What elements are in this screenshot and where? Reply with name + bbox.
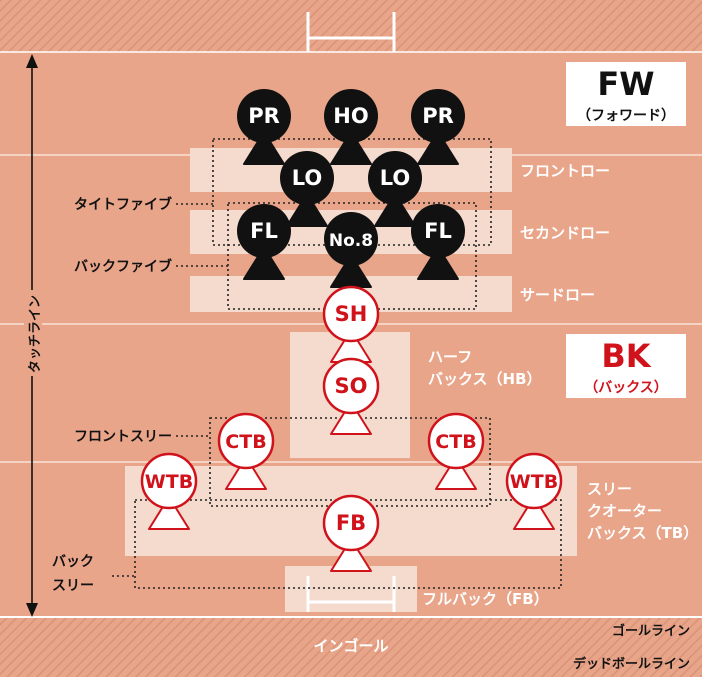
back-five-label: バックファイブ — [74, 258, 172, 275]
full-back-band — [285, 566, 417, 612]
tight-five-label: タイトファイブ — [74, 196, 172, 213]
player-piece-head — [280, 151, 334, 205]
dead-ball-line-label: デッドボールライン — [573, 656, 690, 672]
player-piece-base — [330, 262, 372, 288]
three-quarter-label-1: スリー — [587, 480, 632, 498]
player-piece-head — [322, 494, 380, 552]
goal-line-label: ゴールライン — [612, 623, 690, 639]
three-quarter-label-3: バックス（TB） — [587, 524, 698, 542]
half-backs-label-2: バックス（HB） — [428, 370, 542, 388]
bottom-in-goal-area — [0, 617, 702, 677]
player-piece-base — [243, 254, 285, 280]
player-label: FL — [424, 219, 452, 243]
player-fl-right: FL — [411, 204, 465, 280]
player-piece-head — [411, 204, 465, 258]
player-fl-left: FL — [237, 204, 291, 280]
bk-title: BK — [601, 337, 651, 375]
player-wtb-left: WTB — [140, 452, 198, 530]
bottom-goal-posts — [306, 576, 396, 612]
touch-line-label: タッチライン — [28, 295, 43, 373]
back-three-label-2: スリー — [52, 578, 94, 594]
player-label: WTB — [145, 471, 193, 493]
full-back-label: フルバック（FB） — [422, 590, 549, 608]
player-label: FB — [336, 511, 366, 535]
player-piece-head — [237, 204, 291, 258]
half-backs-label-1: ハーフ — [428, 348, 472, 366]
player-label: CTB — [225, 431, 266, 453]
top-goal-posts — [306, 12, 396, 52]
back-five-outline — [227, 202, 477, 310]
player-piece-head — [322, 357, 380, 415]
player-label: PR — [248, 104, 280, 128]
back-three-label-1: バック — [52, 554, 94, 570]
player-lo-left: LO — [280, 151, 334, 227]
bk-subtitle: （バックス） — [584, 380, 668, 396]
player-piece-head — [505, 452, 563, 510]
player-piece-head — [217, 412, 275, 470]
player-piece-head — [368, 151, 422, 205]
player-label: No.8 — [329, 231, 373, 251]
player-label: SO — [335, 374, 368, 398]
back-three-outline — [134, 499, 562, 589]
player-label: FL — [250, 219, 278, 243]
front-three-label: フロントスリー — [74, 429, 172, 445]
player-piece-head — [140, 452, 198, 510]
player-no8: No.8 — [324, 212, 378, 288]
player-label: CTB — [435, 431, 476, 453]
player-pr-left: PR — [237, 89, 291, 165]
fw-subtitle: （フォワード） — [577, 108, 675, 124]
second-row-label: セカンドロー — [520, 224, 610, 242]
fw-title: FW — [597, 65, 654, 103]
player-ho: HO — [324, 89, 378, 165]
third-row-label: サードロー — [520, 286, 595, 304]
player-piece-base — [417, 254, 459, 280]
three-quarter-label-2: クオーター — [587, 502, 662, 520]
player-piece-head — [427, 412, 485, 470]
player-so: SO — [322, 357, 380, 435]
player-piece-head — [237, 89, 291, 143]
top-in-goal-area — [0, 0, 702, 52]
player-label: SH — [335, 302, 368, 326]
player-label: LO — [380, 166, 411, 190]
player-piece-head — [324, 89, 378, 143]
player-label: WTB — [510, 471, 558, 493]
player-wtb-right: WTB — [505, 452, 563, 530]
bk-label-box — [566, 334, 686, 398]
player-piece-head — [322, 285, 380, 343]
player-ctb-left: CTB — [217, 412, 275, 490]
player-piece-head — [324, 212, 378, 266]
player-ctb-right: CTB — [427, 412, 485, 490]
fw-label-box — [566, 62, 686, 126]
player-fb: FB — [322, 494, 380, 572]
player-piece-head — [411, 89, 465, 143]
player-sh: SH — [322, 285, 380, 363]
player-label: LO — [292, 166, 323, 190]
player-label: HO — [333, 104, 368, 128]
in-goal-label: インゴール — [313, 637, 388, 655]
player-pr-right: PR — [411, 89, 465, 165]
tight-five-outline — [212, 138, 492, 246]
player-label: PR — [422, 104, 454, 128]
front-row-label: フロントロー — [520, 162, 610, 180]
